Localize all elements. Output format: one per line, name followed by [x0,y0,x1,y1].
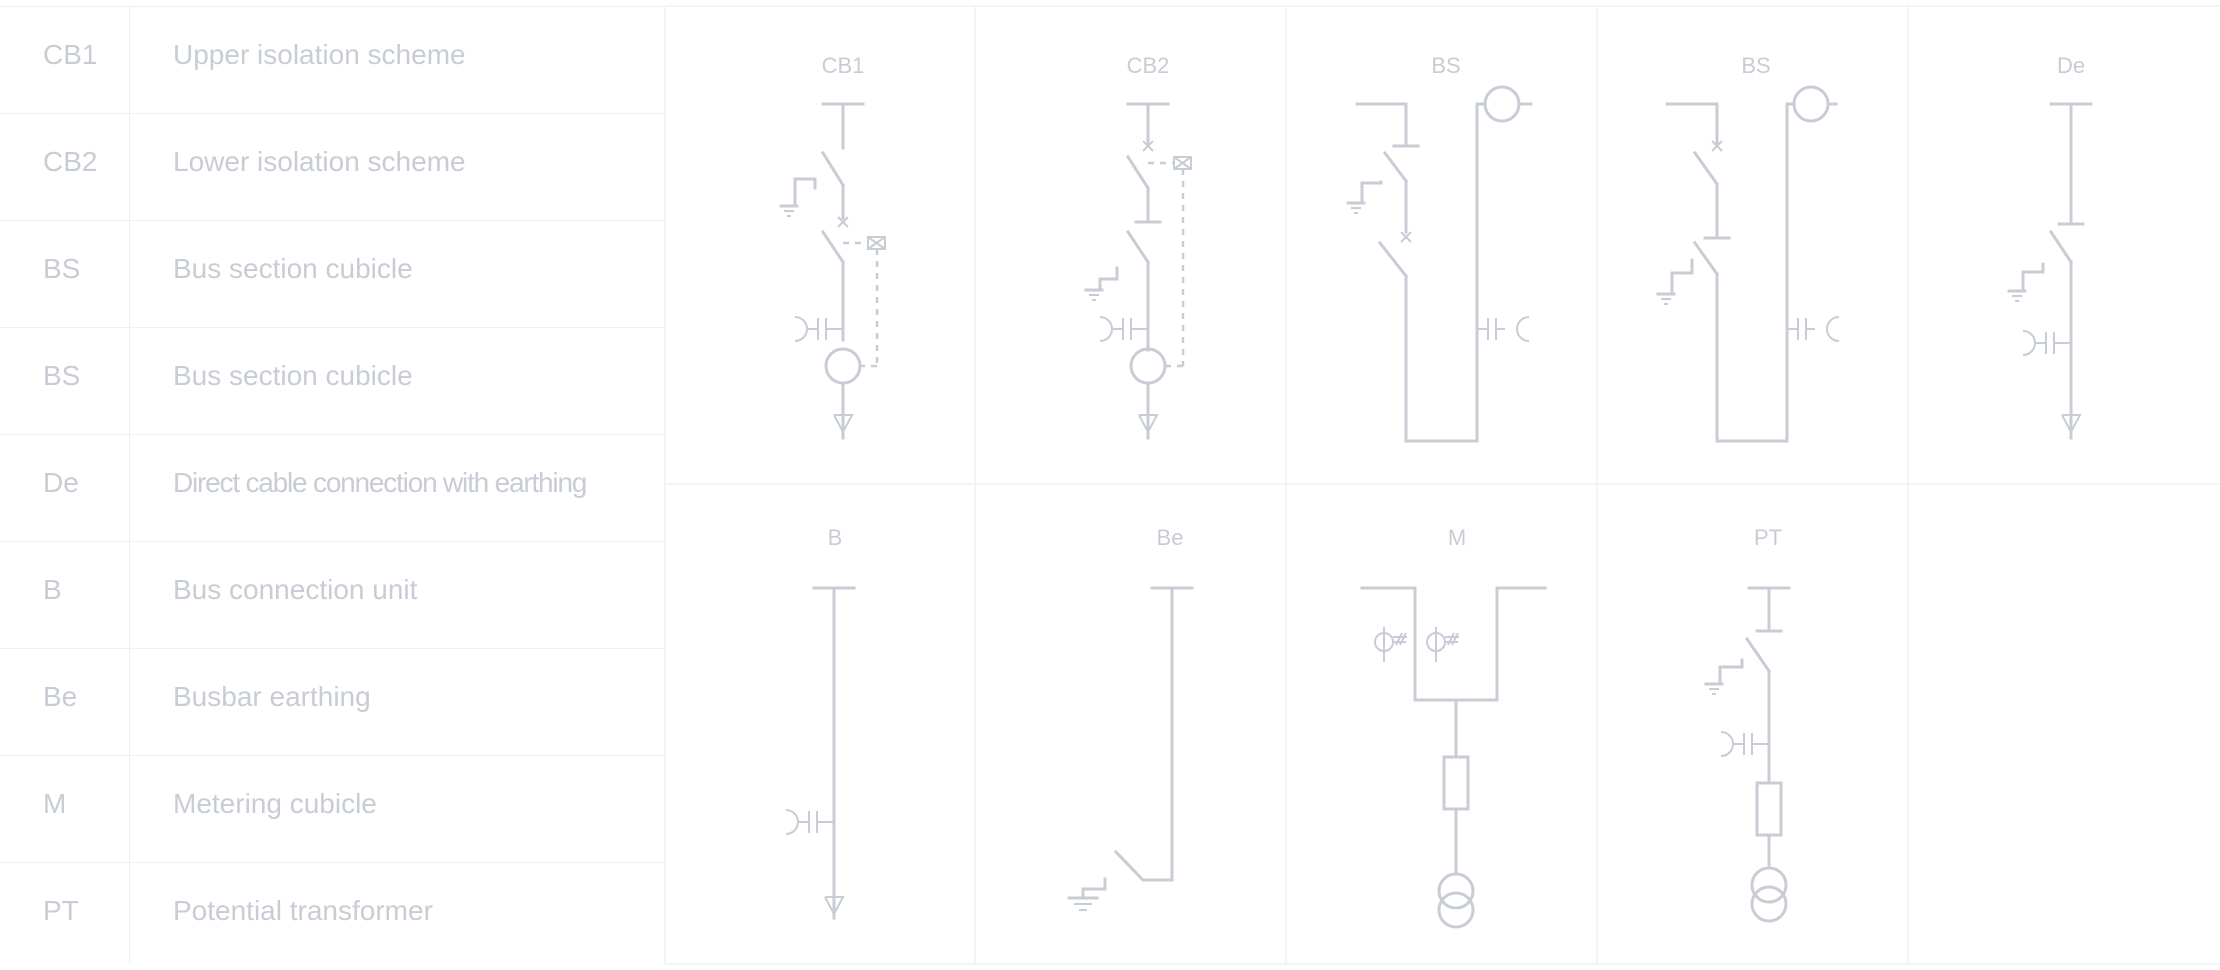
de-schematic [2007,102,2093,440]
bs1-schematic [1346,85,1533,443]
legend-row-b: B Bus connection unit [0,542,665,649]
cell-de: De [2007,53,2093,440]
legend-row-be: Be Busbar earthing [0,649,665,756]
cb2-schematic [1084,102,1192,440]
cell-pt: PT [1704,525,1791,923]
cell-label: M [1448,525,1466,550]
bs2-schematic [1656,85,1840,443]
legend-row-pt: PT Potential transformer [0,863,665,970]
legend-code: De [43,467,79,498]
legend-row-de: De Direct cable connection with earthing [0,435,665,542]
legend-code: B [43,574,62,605]
legend-description: Bus section cubicle [173,253,413,284]
cell-label: PT [1754,525,1782,550]
cell-label: B [828,525,843,550]
cell-cb1: CB1 [779,53,886,440]
legend-row-cb1: CB1 Upper isolation scheme [0,7,665,114]
legend-code: BS [43,253,81,284]
legend-code: Be [43,681,78,712]
cell-label: CB2 [1127,53,1170,78]
legend-code: CB1 [43,39,98,70]
legend-description: Potential transformer [173,895,433,926]
cell-be: Be [1067,525,1194,911]
legend-row-bs-2: BS Bus section cubicle [0,328,665,435]
b-schematic [785,586,856,920]
grid-lines [664,5,2220,965]
legend-code: CB2 [43,146,98,177]
cell-label: BS [1431,53,1460,78]
legend-description: Bus connection unit [173,574,418,605]
cell-m: M [1360,525,1547,929]
legend-description: Direct cable connection with earthing [173,467,587,498]
cell-label: De [2057,53,2085,78]
legend-description: Lower isolation scheme [173,146,466,177]
legend-code: M [43,788,67,819]
legend-description: Bus section cubicle [173,360,413,391]
legend-description: Metering cubicle [173,788,377,819]
legend-row-bs-1: BS Bus section cubicle [0,221,665,328]
legend-row-m: M Metering cubicle [0,756,665,863]
cell-bs-1: BS [1346,53,1533,443]
legend-table: CB1 Upper isolation scheme CB2 Lower iso… [0,6,665,964]
cell-label: Be [1157,525,1184,550]
legend-row-cb2: CB2 Lower isolation scheme [0,114,665,221]
cell-label: BS [1741,53,1770,78]
legend-code: PT [43,895,79,926]
pt-schematic [1704,586,1791,923]
legend-code: BS [43,360,81,391]
m-schematic [1360,586,1547,929]
legend-column-divider [129,7,130,964]
be-schematic [1067,586,1194,911]
legend-description: Busbar earthing [173,681,371,712]
cb1-schematic [779,102,886,440]
cell-cb2: CB2 [1084,53,1192,440]
legend-description: Upper isolation scheme [173,39,466,70]
cell-bs-2: BS [1656,53,1840,443]
cell-b: B [785,525,856,920]
cell-label: CB1 [822,53,865,78]
